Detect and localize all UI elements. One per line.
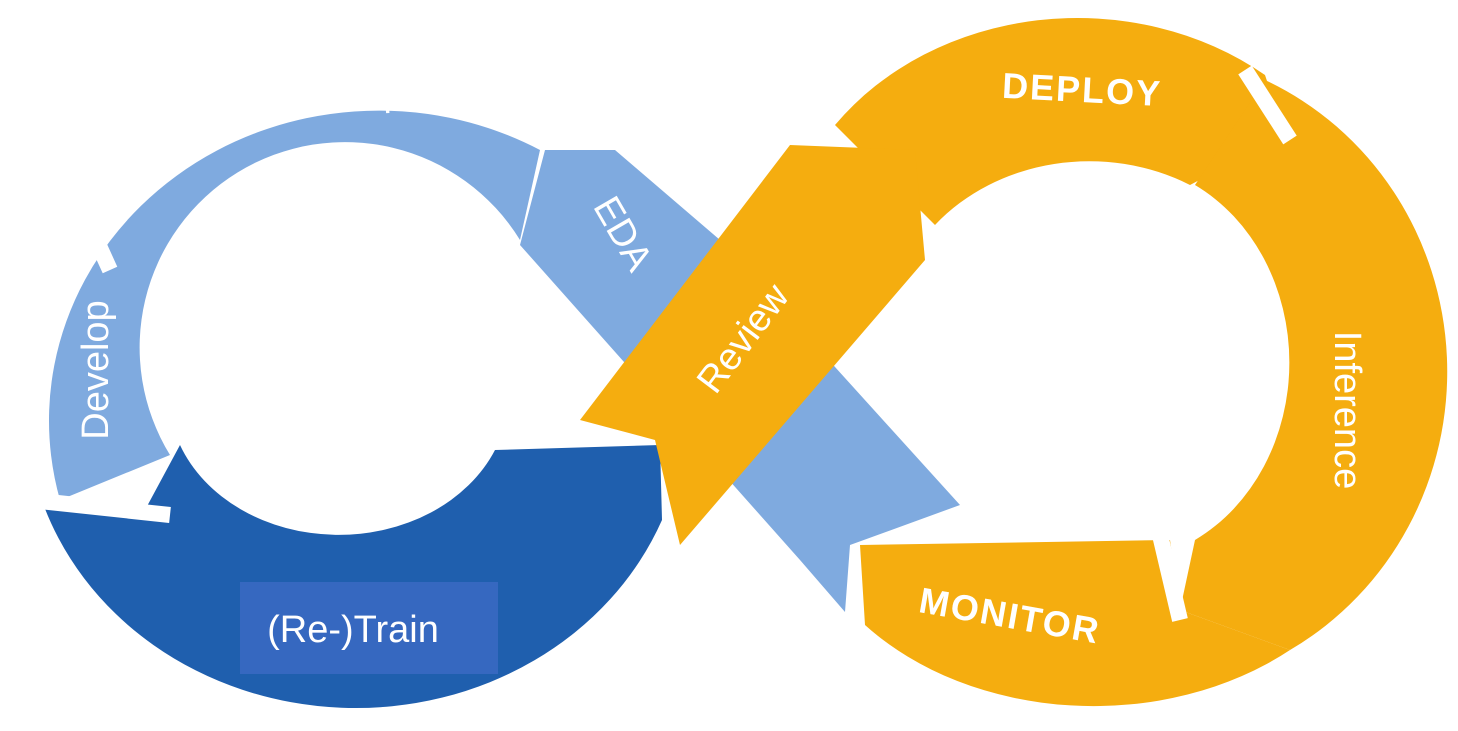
label-inference: Inference — [1326, 331, 1368, 489]
segment-inference — [1180, 80, 1448, 650]
gap-deploy-inference — [1238, 65, 1297, 145]
label-deploy: DEPLOY — [1001, 65, 1163, 114]
gap-develop-dataprep — [52, 156, 118, 274]
gap-develop-retrain — [29, 492, 171, 523]
segment-monitor — [860, 540, 1290, 707]
label-develop: Develop — [75, 300, 117, 439]
segment-deploy — [835, 18, 1285, 225]
segment-review — [580, 145, 925, 545]
right-loop — [580, 18, 1448, 707]
label-retrain: (Re-)Train — [267, 609, 439, 651]
retrain-label-box — [240, 582, 498, 674]
segment-retrain — [40, 445, 662, 709]
segment-data-prep-develop — [48, 110, 541, 501]
gap-inference-monitor — [1152, 533, 1188, 622]
